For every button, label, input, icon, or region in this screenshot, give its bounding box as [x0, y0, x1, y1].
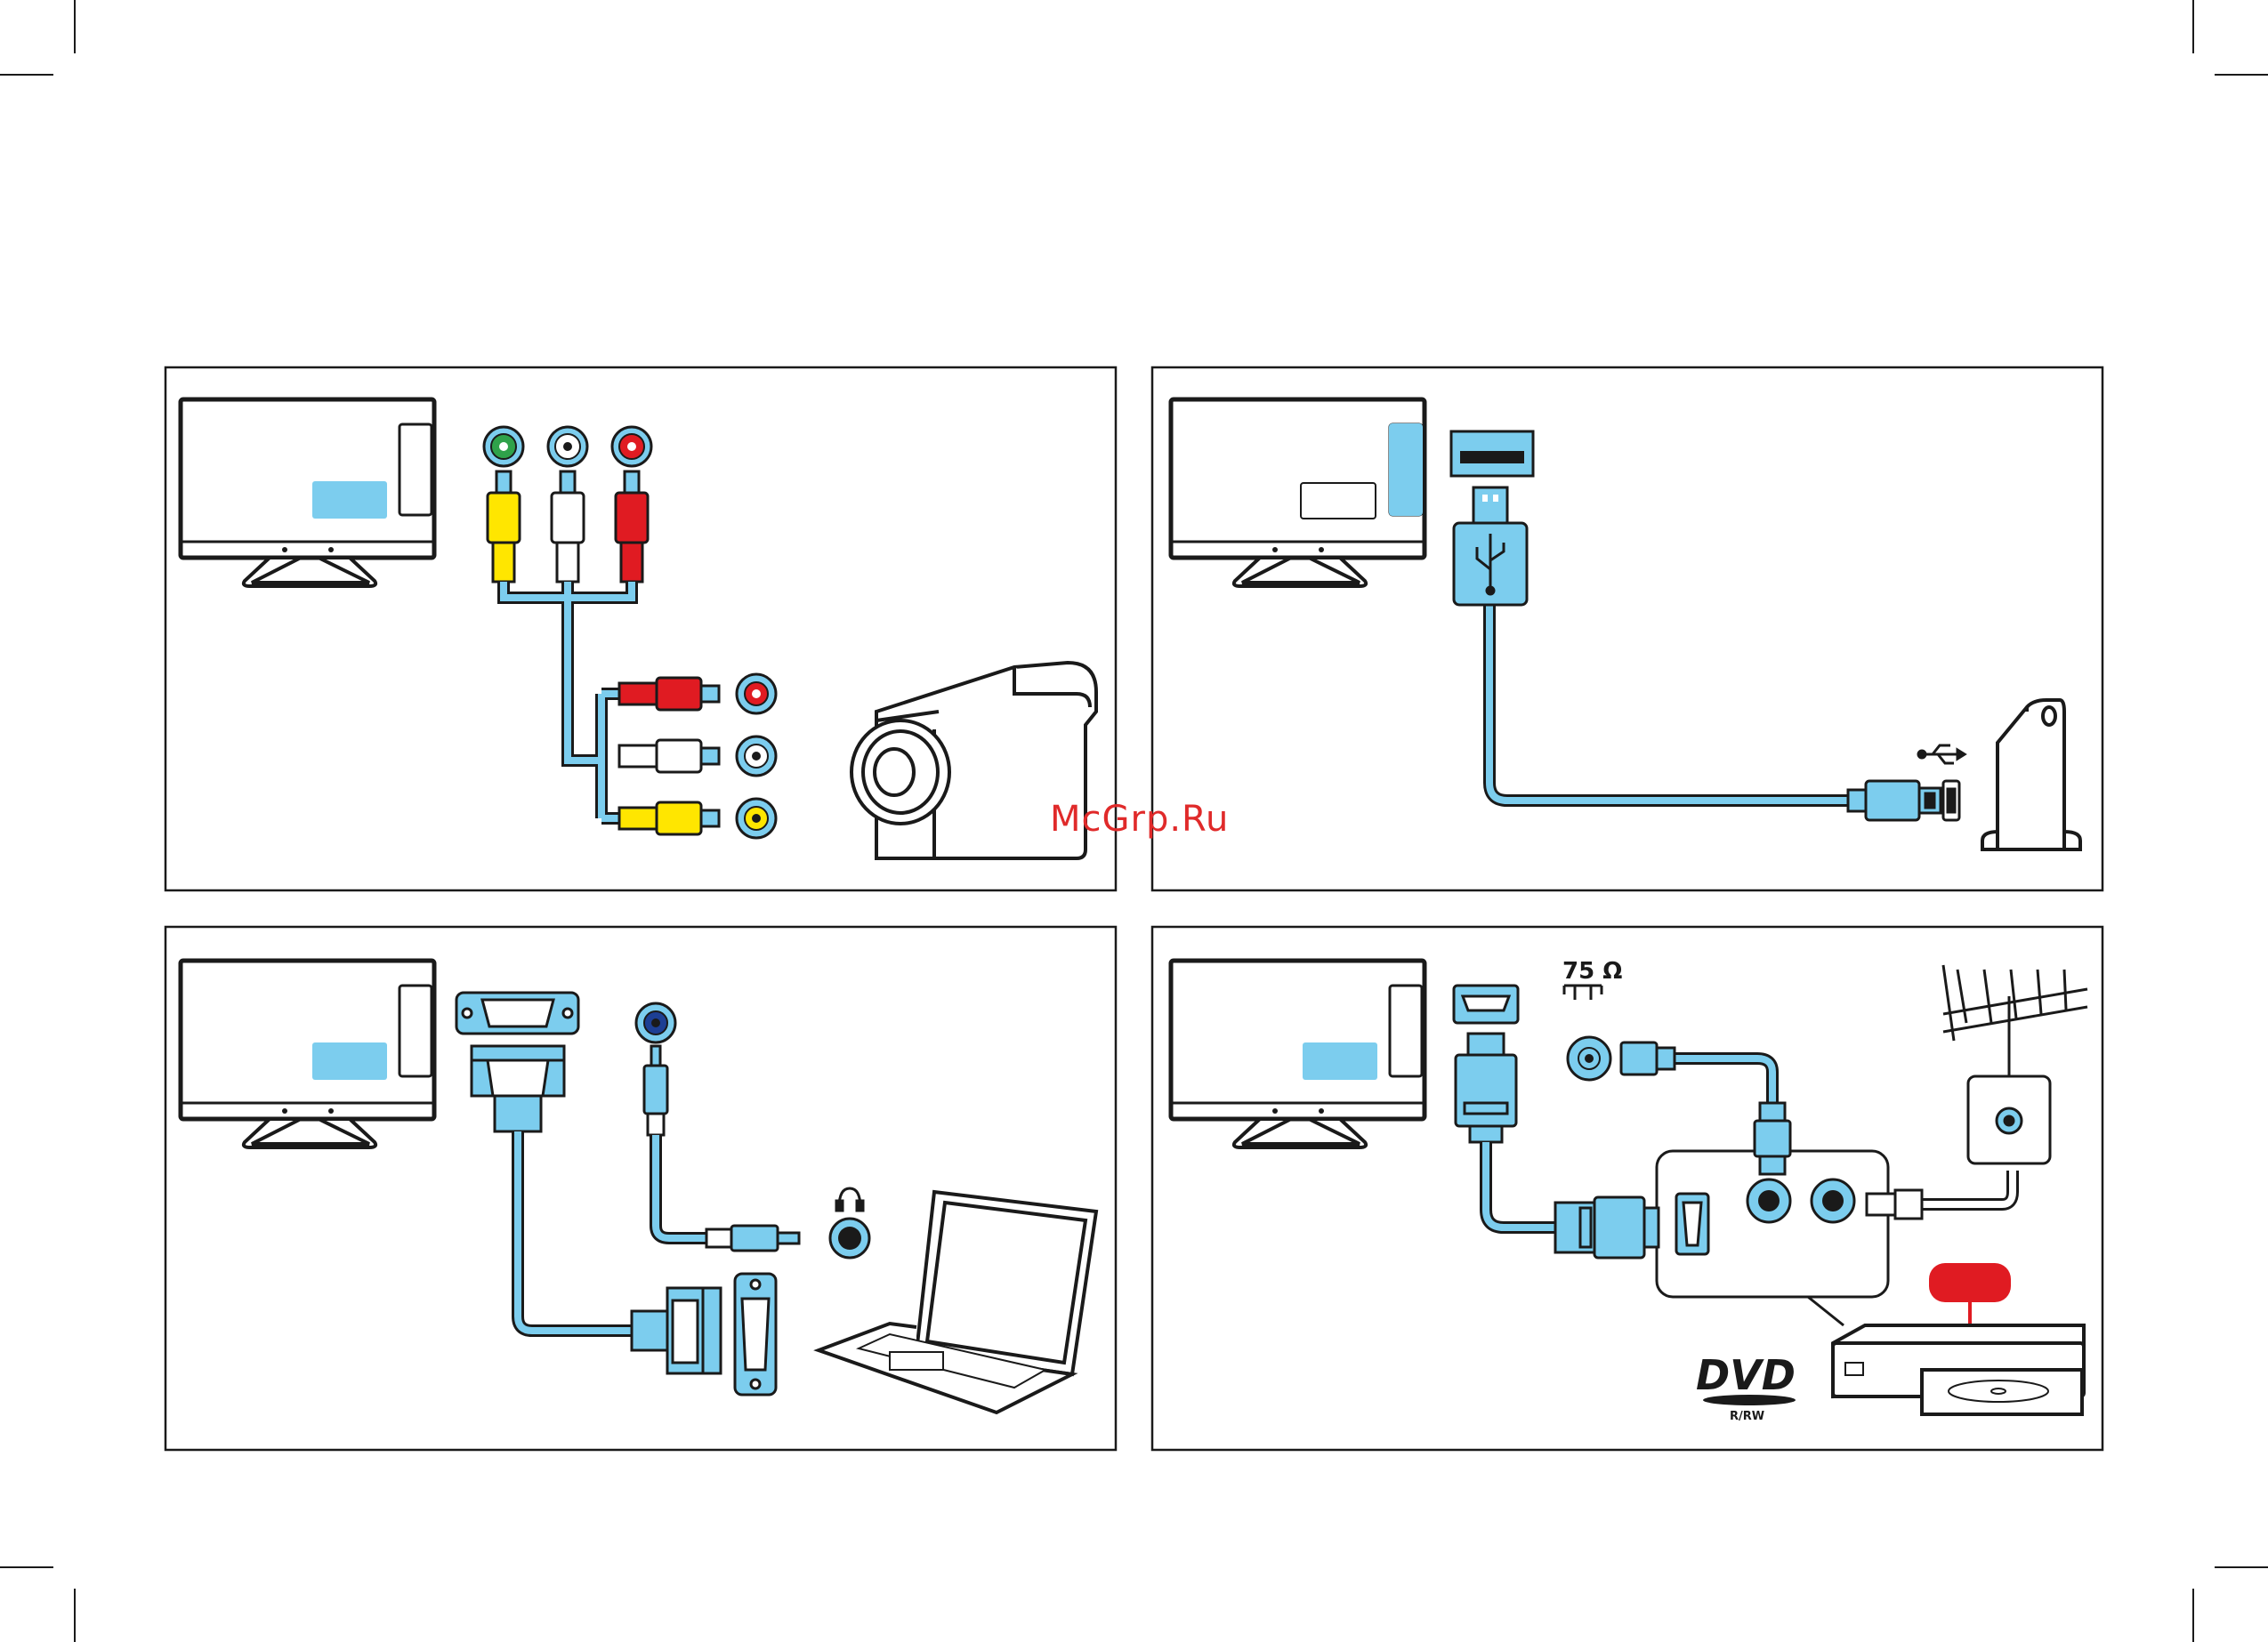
dvd-logo-sub: R/RW	[1730, 1410, 1764, 1423]
recorder-hdmi-port	[1676, 1194, 1708, 1254]
panel-hdmi-antenna: 75 Ω	[1152, 927, 2103, 1450]
usb-port	[1451, 431, 1533, 476]
vga-port	[456, 993, 578, 1034]
tv-icon	[181, 961, 434, 1147]
audio-jack-tv	[636, 1003, 675, 1042]
rca-plugs-side	[619, 678, 719, 834]
tv-icon	[1171, 961, 1425, 1147]
wall-outlet-icon	[1968, 1076, 2050, 1163]
hdmi-plug-side	[1555, 1197, 1659, 1258]
panel-usb	[1152, 367, 2103, 890]
rca-jacks	[484, 427, 651, 466]
laptop-vga-port	[735, 1274, 776, 1395]
rca-plugs-top	[488, 471, 648, 582]
camcorder-jacks	[737, 674, 776, 838]
hdmi-port	[1454, 986, 1518, 1023]
coax-plug-tv	[1621, 1042, 1675, 1075]
tv-icon	[181, 399, 434, 586]
panel-composite-av	[165, 367, 1116, 890]
watermark: McGrp.Ru	[1050, 799, 1229, 840]
usb-plug-micro	[1848, 781, 1959, 820]
audio-jack-laptop	[830, 1219, 869, 1258]
dvd-logo-text: DVD	[1696, 1351, 1796, 1399]
antenna-impedance-label: 75 Ω	[1562, 958, 1622, 985]
panel-vga-audio	[165, 927, 1116, 1450]
tv-antenna-port	[1568, 1037, 1610, 1080]
tv-icon	[1171, 399, 1425, 586]
